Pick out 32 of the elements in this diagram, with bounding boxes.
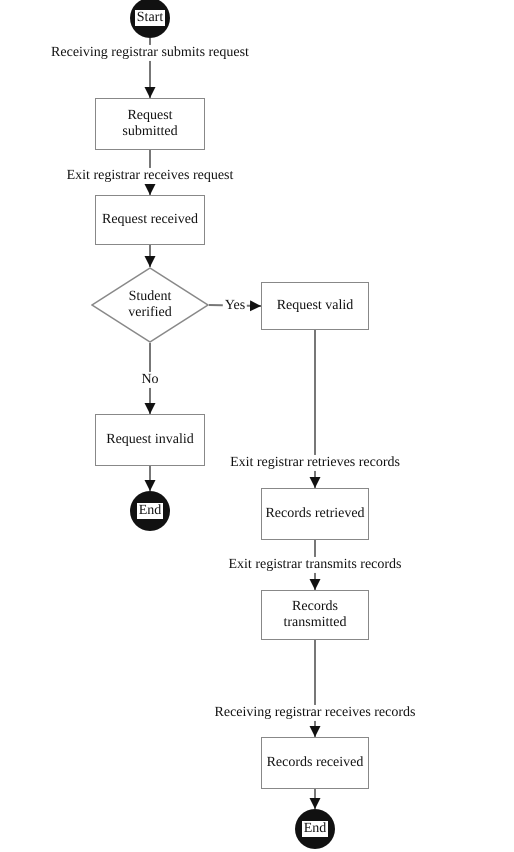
node-label: Student verified <box>127 289 173 321</box>
terminal-circle <box>130 0 170 38</box>
node-label: Records received <box>266 755 364 771</box>
arrow <box>310 330 320 488</box>
process-box <box>261 737 369 789</box>
edge-label: Receiving registrar receives records <box>212 704 418 722</box>
process-box <box>95 195 205 245</box>
terminal-label: End <box>300 820 330 838</box>
node-label: Request valid <box>276 298 354 314</box>
edge-label: Receiving registrar submits request <box>49 44 251 62</box>
arrow <box>144 245 156 267</box>
node-label: Request received <box>102 212 198 228</box>
process-box <box>261 590 369 640</box>
terminal-label: Start <box>134 9 166 27</box>
terminal-circle <box>295 809 335 849</box>
process-box <box>261 488 369 540</box>
edge-label: No <box>139 372 161 388</box>
terminal-circle <box>130 491 170 531</box>
process-box <box>95 98 205 150</box>
edge-label: Exit registrar receives request <box>64 168 236 184</box>
process-box <box>95 414 205 466</box>
decision-diamond <box>91 267 209 343</box>
edge-label: Exit registrar transmits records <box>226 556 404 574</box>
terminal-label: End <box>136 502 164 520</box>
node-label: Records transmitted <box>282 599 348 631</box>
node-label: Request invalid <box>106 432 194 448</box>
arrow <box>144 466 156 491</box>
node-label: Records retrieved <box>265 506 365 522</box>
node-label: Request submitted <box>121 108 179 140</box>
process-box <box>261 282 369 330</box>
edge-label: Exit registrar retrieves records <box>228 454 402 472</box>
arrow <box>310 789 320 809</box>
